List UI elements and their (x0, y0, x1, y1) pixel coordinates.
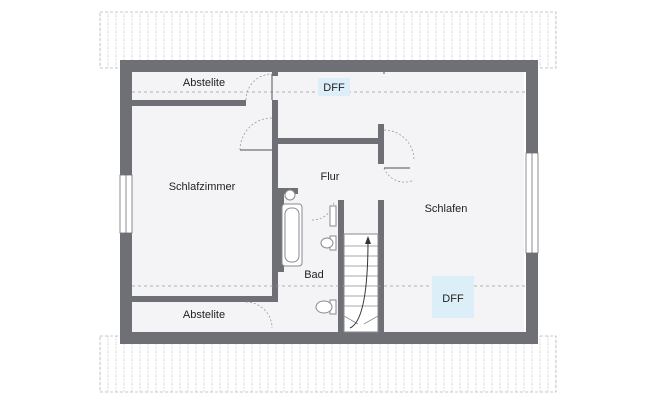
roof-overhang-bottom (99, 335, 557, 393)
skylight-top: DFF (318, 78, 350, 96)
outer-walls (120, 60, 538, 344)
bath-shelf (329, 205, 337, 227)
skylight-bottom: DFF (432, 276, 474, 318)
toilet-upper (320, 235, 337, 251)
room-label-abstelite-top: Abstelite (183, 77, 225, 89)
toilet-lower (315, 299, 337, 315)
staircase (343, 233, 379, 333)
door-arcs (239, 73, 415, 329)
window-left (119, 174, 133, 234)
interior-walls (132, 70, 384, 332)
room-label-schlafen: Schlafen (425, 203, 468, 215)
room-label-flur: Flur (321, 171, 340, 183)
sink-top (284, 189, 296, 201)
room-label-abstelite-bottom: Abstelite (183, 309, 225, 321)
door-leaves (240, 70, 410, 169)
window-right (525, 152, 539, 254)
roof-overhang-top (99, 11, 557, 69)
skylight-top-label: DFF (323, 82, 345, 94)
bathtub (281, 203, 303, 267)
room-label-bad: Bad (304, 269, 324, 281)
skylight-bottom-label: DFF (442, 293, 464, 305)
room-label-schlafzimmer: Schlafzimmer (169, 181, 236, 193)
